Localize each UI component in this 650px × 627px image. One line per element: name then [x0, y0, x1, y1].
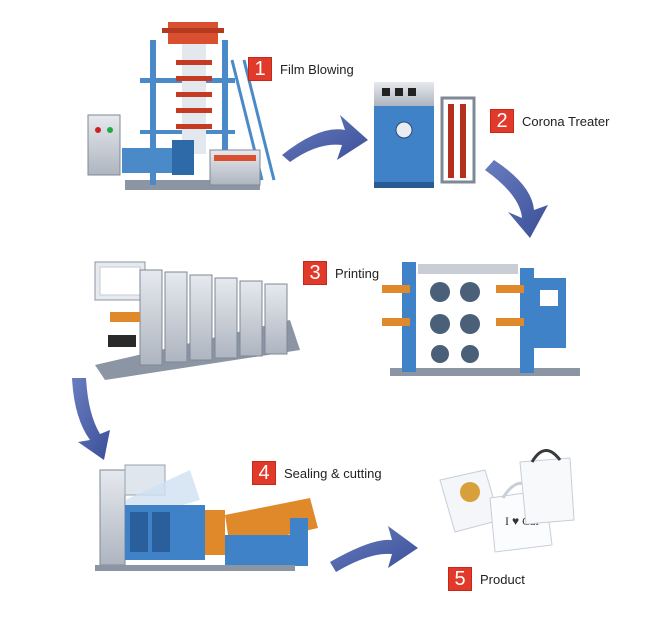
step-corona-treater: 2 Corona Treater [490, 109, 609, 133]
step-film-blowing: 1 Film Blowing [248, 57, 354, 81]
step-label: Film Blowing [280, 61, 354, 77]
step-product: 5 Product [448, 567, 525, 591]
step-label: Sealing & cutting [284, 465, 382, 481]
arrow-1-to-2 [282, 115, 368, 162]
product-bags: I ♥ Cal [439, 449, 575, 553]
step-number-badge: 2 [490, 109, 514, 133]
arrow-4-to-5 [330, 526, 418, 572]
film-blowing-machine [87, 22, 276, 190]
step-label: Corona Treater [522, 113, 610, 129]
flexo-printing-machine [382, 262, 580, 376]
arrow-3-to-4 [72, 378, 110, 460]
sealing-cutting-machine [95, 464, 318, 571]
step-number-badge: 1 [248, 57, 272, 81]
step-number-badge: 5 [448, 567, 472, 591]
gravure-printing-machine [94, 261, 300, 380]
arrow-2-to-3 [485, 160, 548, 238]
step-label: Product [480, 571, 525, 587]
step-label: Printing [335, 265, 380, 281]
step-number-badge: 3 [303, 261, 327, 285]
step-sealing-cutting: 4 Sealing & cutting [252, 461, 382, 485]
step-printing: 3 Printing [303, 261, 379, 285]
corona-treater-machine [374, 82, 476, 188]
step-number-badge: 4 [252, 461, 276, 485]
